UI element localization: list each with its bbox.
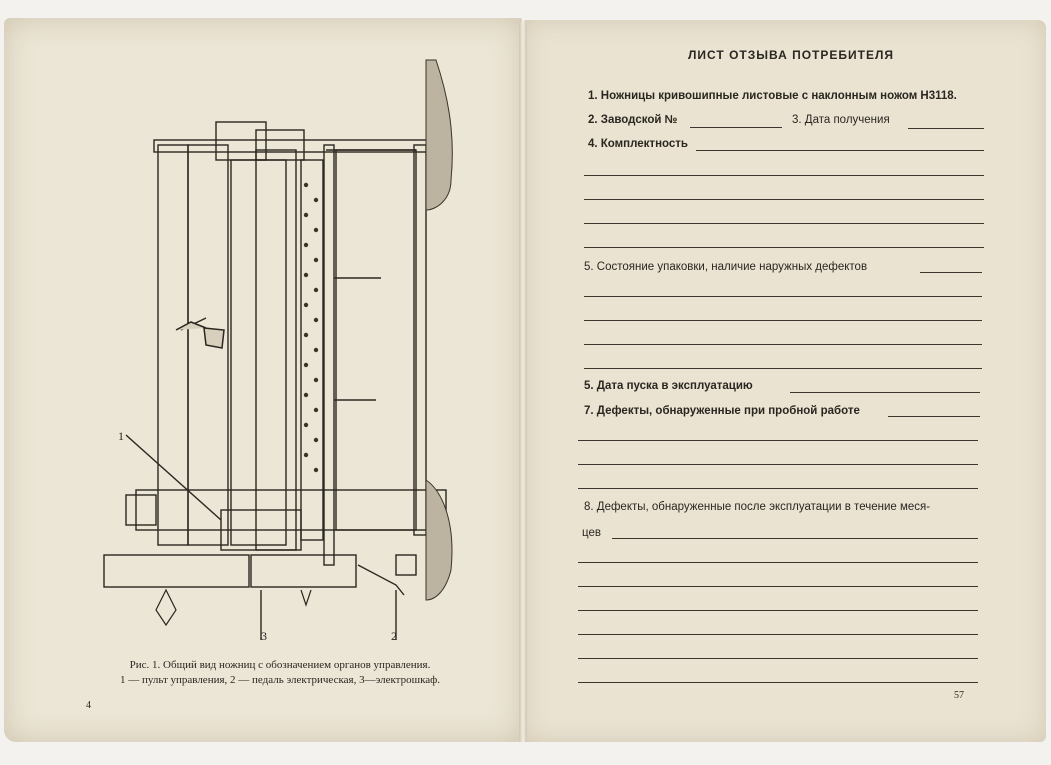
operation-defects-line-6[interactable]	[578, 658, 978, 659]
right-page-number: 57	[954, 690, 964, 701]
trial-defects-line-4[interactable]	[578, 488, 978, 489]
operation-defects-line-2[interactable]	[578, 562, 978, 563]
shears-drawing: 1 2 3	[103, 59, 453, 643]
completeness-line-4[interactable]	[584, 223, 984, 224]
ground-bottom	[425, 479, 453, 601]
packaging-line-1[interactable]	[920, 272, 982, 273]
form-title: ЛИСТ ОТЗЫВА ПОТРЕБИТЕЛЯ	[688, 48, 894, 62]
figure-caption: Рис. 1. Общий вид ножниц с обозначением …	[80, 658, 480, 688]
top-gear-box	[215, 121, 267, 161]
label-3: 3	[261, 629, 267, 643]
label-1: 1	[118, 429, 124, 443]
pendant-control	[175, 321, 225, 349]
caption-line-2: 1 — пульт управления, 2 — педаль электри…	[119, 674, 441, 686]
book-gutter	[519, 22, 527, 742]
right-page	[524, 20, 1046, 742]
ground-top	[425, 59, 453, 211]
serial-number-line[interactable]	[690, 127, 782, 128]
trial-defects-line-1[interactable]	[888, 416, 980, 417]
question-8-line-2: цев	[582, 527, 601, 539]
knife-rivets	[303, 182, 319, 473]
start-date-line[interactable]	[790, 392, 980, 393]
packaging-line-2[interactable]	[584, 296, 982, 297]
base-left	[103, 554, 250, 588]
trial-defects-line-3[interactable]	[578, 464, 978, 465]
operation-defects-line-3[interactable]	[578, 586, 978, 587]
question-5: 5. Состояние упаковки, наличие наружных …	[584, 261, 868, 273]
question-8-line-1: 8. Дефекты, обнаруженные после эксплуата…	[584, 501, 931, 513]
left-page-number: 4	[86, 700, 91, 711]
base-right	[250, 554, 357, 588]
knife-beam	[300, 159, 324, 541]
packaging-line-4[interactable]	[584, 344, 982, 345]
question-1: 1. Ножницы кривошипные листовые с наклон…	[588, 90, 957, 102]
operation-defects-line-4[interactable]	[578, 610, 978, 611]
pedal-link	[357, 564, 405, 596]
frame-right-column	[335, 149, 417, 531]
packaging-line-3[interactable]	[584, 320, 982, 321]
question-3: 3. Дата получения	[792, 114, 890, 126]
operation-defects-line-1[interactable]	[612, 538, 978, 539]
frame-left-column	[157, 144, 189, 546]
completeness-line-3[interactable]	[584, 199, 984, 200]
completeness-line-2[interactable]	[584, 175, 984, 176]
operation-defects-line-5[interactable]	[578, 634, 978, 635]
label-2: 2	[391, 629, 397, 643]
question-4: 4. Комплектность	[588, 138, 688, 150]
trial-defects-line-2[interactable]	[578, 440, 978, 441]
receipt-date-line[interactable]	[908, 128, 984, 129]
operation-defects-line-7[interactable]	[578, 682, 978, 683]
completeness-line-5[interactable]	[584, 247, 984, 248]
frame-center-column	[230, 159, 287, 546]
caption-line-1: Рис. 1. Общий вид ножниц с обозначением …	[129, 659, 431, 671]
question-2: 2. Заводской №	[588, 114, 678, 126]
completeness-line-1[interactable]	[696, 150, 984, 151]
packaging-line-5[interactable]	[584, 368, 982, 369]
control-panel-box	[220, 509, 302, 551]
question-7: 7. Дефекты, обнаруженные при пробной раб…	[584, 405, 860, 417]
question-6: 5. Дата пуска в эксплуатацию	[584, 380, 753, 392]
